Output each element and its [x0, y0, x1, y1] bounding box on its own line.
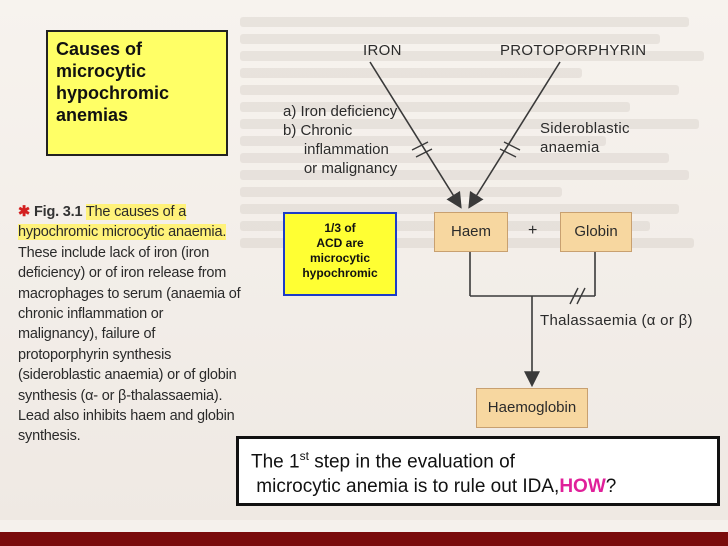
title-box: Causes of microcytic hypochromic anemias: [46, 30, 228, 156]
sideroblastic-line: anaemia: [540, 139, 600, 156]
label-thalassaemia: Thalassaemia (α or β): [540, 312, 693, 329]
evaluation-note-box: The 1st step in the evaluation of microc…: [236, 436, 720, 506]
arrow-iron-haem: [369, 61, 462, 209]
label-iron: IRON: [363, 42, 402, 59]
bleed-through-text: [240, 10, 728, 430]
block-mark-iron-2: [415, 148, 433, 158]
block-mark-globin-2: [576, 287, 586, 305]
figure-caption: ✱Fig. 3.1 The causes of a hypochromic mi…: [18, 202, 244, 447]
label-sideroblastic: Sideroblastic anaemia: [540, 119, 630, 157]
iron-cause-line: inflammation: [283, 141, 389, 158]
iron-cause-line: b) Chronic: [283, 122, 353, 139]
evaluation-text: step in the evaluation of: [308, 451, 515, 473]
block-mark-globin-1: [569, 287, 579, 305]
label-protoporphyrin: PROTOPORPHYRIN: [500, 42, 647, 59]
ordinal-suffix: st: [299, 449, 309, 463]
plus-sign: +: [528, 222, 538, 239]
node-haemoglobin: Haemoglobin: [476, 388, 588, 428]
evaluation-text: The 1: [251, 451, 300, 473]
iron-causes-list: a) Iron deficiency b) Chronic inflammati…: [283, 102, 397, 178]
acd-note-box: 1/3 of ACD are microcytic hypochromic: [283, 212, 397, 296]
node-haem: Haem: [434, 212, 508, 252]
block-mark-proto-2: [499, 148, 517, 158]
caption-body: These include lack of iron (iron deficie…: [18, 244, 241, 445]
star-marker-icon: ✱: [18, 204, 30, 220]
evaluation-text: ?: [605, 476, 617, 498]
block-mark-iron-1: [411, 141, 429, 151]
block-mark-proto-1: [503, 141, 521, 151]
footer-bar: [0, 532, 728, 546]
evaluation-line-2: microcytic anemia is to rule out IDA,HOW…: [251, 474, 711, 499]
node-globin: Globin: [560, 212, 632, 252]
sideroblastic-line: Sideroblastic: [540, 120, 630, 137]
evaluation-line-1: The 1st step in the evaluation of: [251, 444, 711, 474]
figure-label: Fig. 3.1: [33, 204, 83, 220]
how-emphasis: HOW: [559, 476, 606, 498]
arrow-protoporphyrin-haem: [468, 61, 561, 209]
evaluation-text: microcytic anemia is to rule out IDA,: [251, 476, 560, 498]
iron-cause-line: or malignancy: [283, 160, 398, 177]
iron-cause-line: a) Iron deficiency: [283, 103, 398, 120]
